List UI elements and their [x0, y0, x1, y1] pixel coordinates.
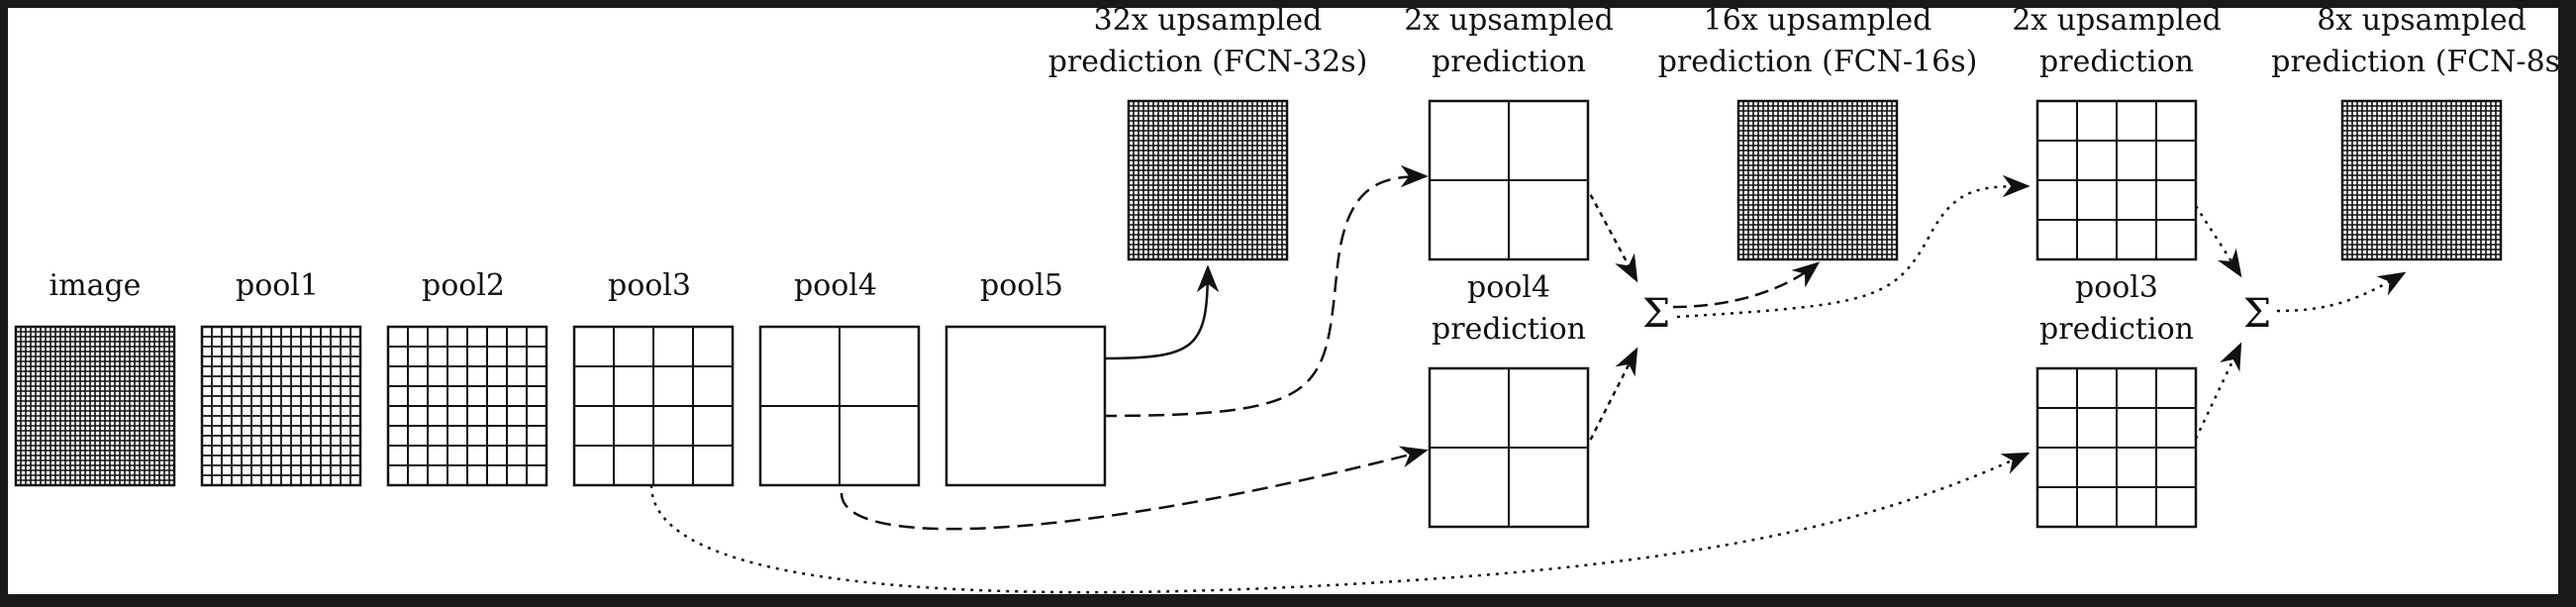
arrow-sum2-to-up8: [2276, 271, 2407, 313]
up2b-label-line1: 2x upsampled: [2012, 8, 2222, 38]
connections: [649, 164, 2407, 594]
pool3-grid: [572, 325, 735, 487]
pool1-label: pool1: [236, 268, 319, 303]
image-grid: [14, 325, 176, 487]
arrow-pool4p-to-sum1: [1584, 347, 1638, 450]
up32-label-line2: prediction (FCN-32s): [1048, 45, 1368, 79]
grid-lines: [2037, 101, 2196, 259]
diagram-canvas: Σ Σ image pool1 pool2 pool3 pool4 pool5 …: [8, 8, 2558, 594]
up8-label-line1: 8x upsampled: [2317, 8, 2526, 38]
pool5-grid: [944, 325, 1107, 487]
up2a-label-line1: 2x upsampled: [1404, 8, 1614, 38]
up2a-grid: [1428, 99, 1590, 261]
grid-lines: [388, 327, 546, 485]
pool4-grid: [758, 325, 921, 487]
up8-grid: [2340, 99, 2503, 261]
up2b-label-line2: prediction: [2039, 45, 2194, 79]
sum-node-1: Σ: [1642, 291, 1670, 337]
arrow-pool4-to-pool4p: [840, 446, 1429, 531]
grid-lines: [2342, 101, 2501, 259]
up16-grid: [1736, 99, 1899, 261]
up16-label-line1: 16x upsampled: [1704, 8, 1932, 38]
pool2-label: pool2: [422, 268, 505, 303]
grid-lines: [760, 327, 919, 485]
grid-lines: [1129, 101, 1287, 259]
up8-label-line2: prediction (FCN-8s): [2271, 45, 2558, 79]
arrow-sum1-to-up16: [1672, 261, 1821, 309]
pool4p-label-line1: pool4: [1467, 270, 1550, 305]
sum-node-2: Σ: [2243, 291, 2271, 337]
pool4-label: pool4: [794, 268, 877, 303]
pool3p-grid: [2035, 366, 2198, 529]
image-label: image: [50, 268, 142, 303]
up32-label-line1: 32x upsampled: [1094, 8, 1323, 38]
up2a-label-line2: prediction: [1432, 45, 1586, 79]
pool1-grid: [200, 325, 362, 487]
up32-grid: [1127, 99, 1289, 261]
arrow-up2a-to-sum1: [1584, 185, 1638, 283]
pool3p-label-line2: prediction: [2039, 312, 2194, 347]
arrow-up2b-to-sum2: [2194, 205, 2242, 278]
grid-lines: [1430, 101, 1588, 259]
grid-lines: [1738, 101, 1897, 259]
pool3p-label-line1: pool3: [2075, 270, 2158, 305]
arrow-pool5-to-up2a: [1100, 164, 1429, 418]
arrow-pool3-to-pool3p: [649, 452, 2031, 594]
arrow-sum1-to-up2b: [1676, 174, 2031, 319]
up2b-grid: [2035, 99, 2198, 261]
grid-lines: [2037, 368, 2196, 527]
pool4p-label-line2: prediction: [1432, 312, 1586, 347]
grid-lines: [574, 327, 733, 485]
grid-lines: [1430, 368, 1588, 527]
pool5-label: pool5: [980, 268, 1063, 303]
pool4p-grid: [1428, 366, 1590, 529]
pool2-grid: [386, 325, 548, 487]
fcn-architecture-diagram: Σ Σ image pool1 pool2 pool3 pool4 pool5 …: [14, 8, 2558, 594]
grid-border: [944, 325, 1107, 487]
arrow-pool5-to-up32: [1100, 264, 1220, 360]
grid-lines: [202, 327, 360, 485]
grid-lines: [16, 327, 174, 485]
arrow-pool3p-to-sum2: [2194, 342, 2242, 440]
pool3-label: pool3: [608, 268, 691, 303]
up16-label-line2: prediction (FCN-16s): [1658, 45, 1978, 79]
